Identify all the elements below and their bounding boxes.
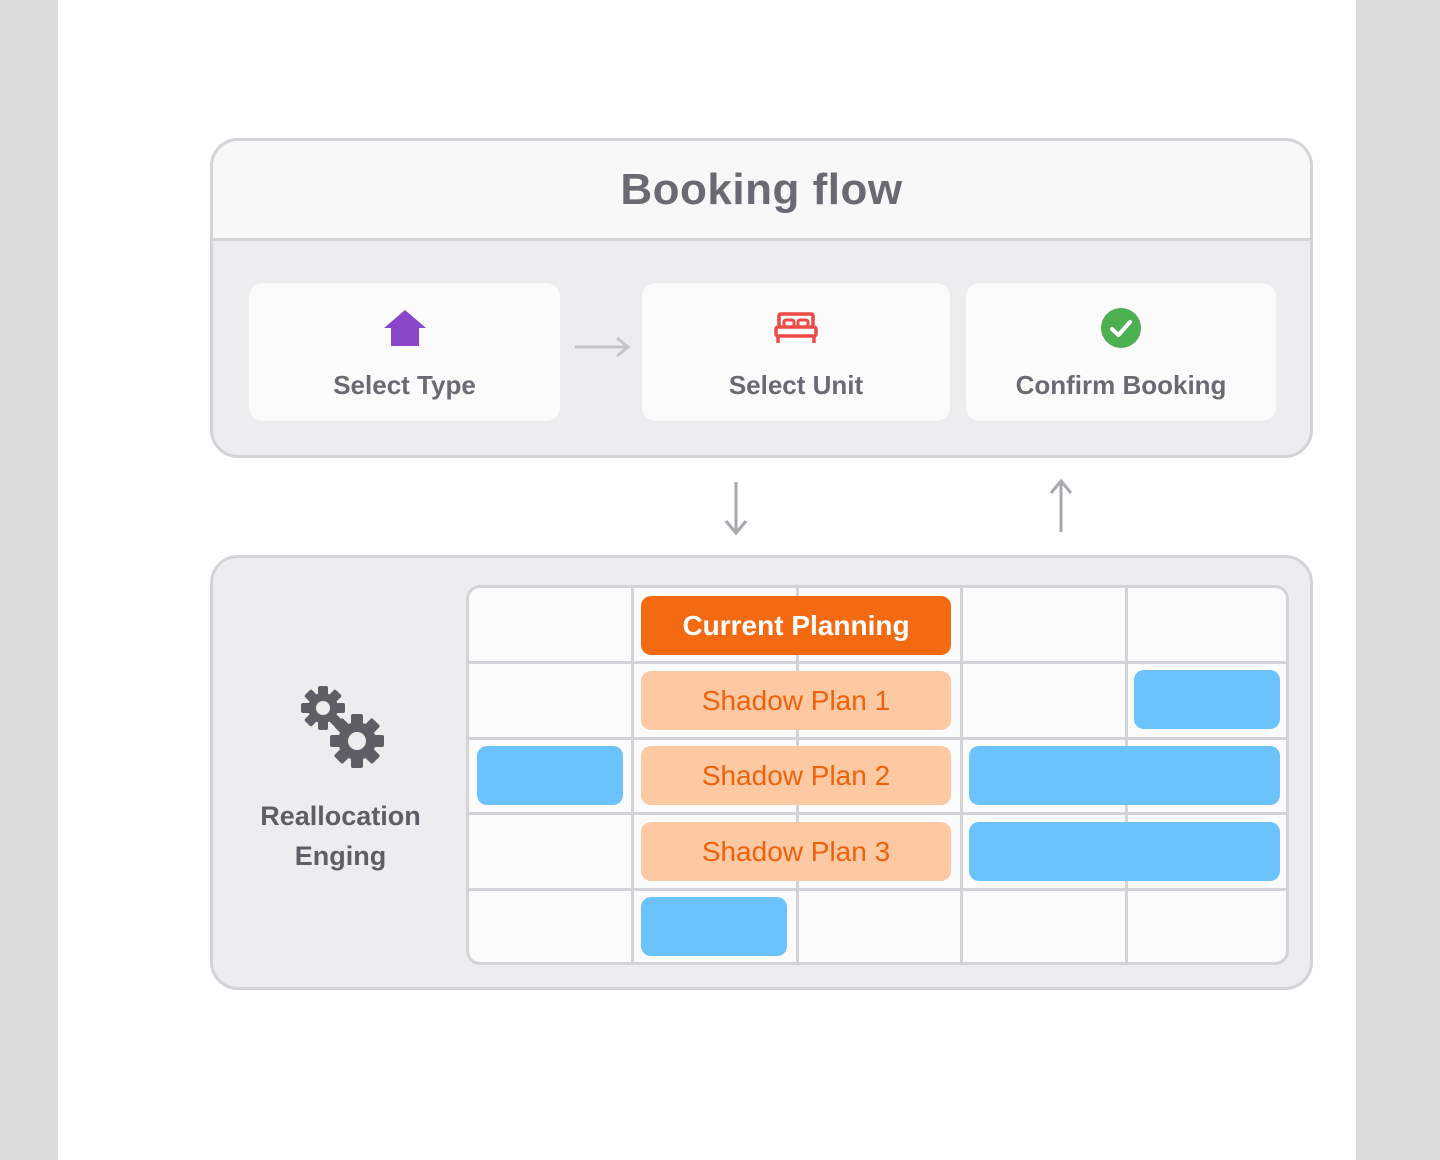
step-select-type: Select Type — [249, 283, 560, 421]
reallocation-engine-panel: Reallocation Enging Current Planning Sha… — [210, 555, 1313, 990]
grid-row-divider — [469, 888, 1286, 891]
allocation-block — [477, 746, 623, 805]
allocation-block — [641, 897, 787, 956]
grid-column-divider — [960, 588, 963, 962]
engine-label: Reallocation Enging — [260, 796, 421, 876]
booking-flow-header: Booking flow — [213, 141, 1310, 241]
step-label-confirm-booking: Confirm Booking — [1015, 369, 1227, 400]
planning-grid: Current Planning Shadow Plan 1 Shadow Pl… — [466, 585, 1289, 965]
step-select-unit: Select Unit — [642, 283, 950, 421]
page-canvas: Booking flow Select Type — [58, 0, 1356, 1160]
step-label-select-type: Select Type — [333, 369, 476, 400]
current-planning-bar: Current Planning — [641, 596, 951, 655]
right-arrow-icon — [575, 336, 631, 358]
grid-row-divider — [469, 812, 1286, 815]
shadow-plan-bar: Shadow Plan 2 — [641, 746, 951, 805]
grid-row-divider — [469, 661, 1286, 664]
bed-icon — [772, 304, 820, 352]
step-label-select-unit: Select Unit — [728, 369, 864, 400]
check-circle-icon — [1097, 304, 1145, 352]
engine-label-line1: Reallocation — [260, 801, 421, 831]
shadow-plan-label: Shadow Plan 3 — [701, 835, 891, 867]
booking-flow-title: Booking flow — [620, 164, 903, 214]
allocation-block — [1134, 670, 1280, 729]
current-planning-label: Current Planning — [682, 609, 910, 641]
step-confirm-booking: Confirm Booking — [966, 283, 1276, 421]
allocation-block — [969, 822, 1280, 881]
shadow-plan-bar: Shadow Plan 3 — [641, 822, 951, 881]
gears-icon — [296, 681, 386, 776]
grid-row-divider — [469, 737, 1286, 740]
up-arrow-icon — [1049, 478, 1073, 532]
grid-column-divider — [631, 588, 634, 962]
down-arrow-icon — [724, 482, 748, 536]
shadow-plan-label: Shadow Plan 2 — [701, 759, 891, 791]
engine-sidebar: Reallocation Enging — [213, 558, 468, 987]
shadow-plan-bar: Shadow Plan 1 — [641, 671, 951, 730]
house-icon — [381, 304, 429, 352]
shadow-plan-label: Shadow Plan 1 — [701, 684, 891, 716]
allocation-block — [969, 746, 1280, 805]
booking-flow-panel: Booking flow Select Type — [210, 138, 1313, 458]
engine-label-line2: Enging — [294, 841, 387, 871]
